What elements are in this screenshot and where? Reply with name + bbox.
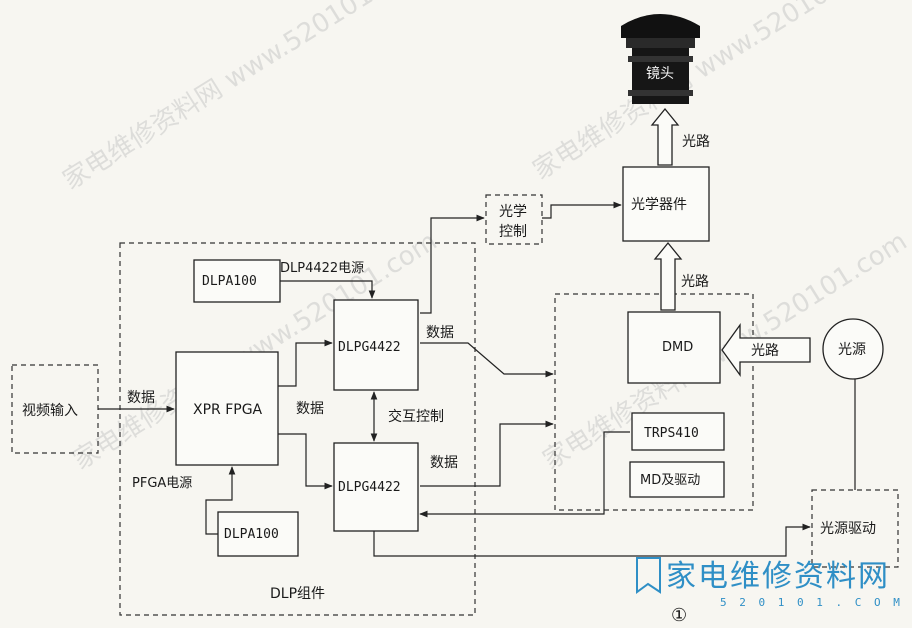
light-path-arrow-to-lens	[650, 107, 680, 166]
label-interactive-control: 交互控制	[388, 408, 444, 425]
dlpg4422-bottom-label: DLPG4422	[338, 480, 401, 495]
line-dlpa100-power	[280, 280, 376, 299]
light-source-label: 光源	[838, 342, 866, 358]
line-optical-control-to-device	[542, 201, 622, 219]
optical-device-label: 光学器件	[631, 197, 687, 213]
label-data-top-out: 数据	[426, 325, 454, 341]
light-path-arrow-source-to-dmd	[721, 322, 811, 378]
label-dlp4422-power: DLP4422电源	[280, 261, 364, 276]
brand-logo: 家电维修资料网 5 2 0 1 0 1 . C O M	[636, 557, 903, 609]
light-path-arrow-dmd-to-optics	[653, 241, 683, 311]
light-source-driver-label: 光源驱动	[820, 521, 876, 537]
dmd-box	[627, 311, 721, 384]
line-dlpg-top-to-optical-control	[420, 214, 485, 314]
dlpg4422-bottom-box	[333, 442, 419, 532]
trps410-label: TRPS410	[644, 426, 699, 441]
dmd-label: DMD	[662, 340, 693, 355]
optical-device-box	[622, 166, 710, 242]
lens-label: 镜头	[646, 66, 674, 82]
footnote-marker: ①	[671, 605, 687, 626]
brand-url: 5 2 0 1 0 1 . C O M	[720, 596, 903, 609]
line-dlpg-bottom-data-out	[420, 420, 554, 487]
md-driver-box	[629, 461, 725, 498]
xpr-fpga-box	[175, 351, 279, 466]
brand-logo-icon	[636, 557, 661, 594]
line-dlpg-to-source-driver	[373, 523, 811, 557]
connections: 数据 数据 DLP4422电源 PFGA电源 交互控制 数据 数据	[98, 201, 856, 557]
label-data-bottom-out: 数据	[430, 455, 458, 471]
watermark-2: 家电维修资料网 www.520101.com	[528, 0, 903, 186]
light-path-label-dmd: 光路	[681, 274, 709, 290]
line-fpga-to-dlpg-top	[278, 339, 333, 387]
lens-icon	[621, 14, 700, 104]
dlp-assembly-boundary	[119, 242, 476, 616]
line-pfga-power	[205, 466, 236, 535]
optical-control-box	[485, 194, 543, 245]
brand-name: 家电维修资料网	[666, 559, 890, 594]
dlpg4422-top-label: DLPG4422	[338, 340, 401, 355]
label-data-in: 数据	[127, 390, 155, 406]
label-data-branch: 数据	[296, 401, 324, 417]
dlpa100-top-label: DLPA100	[202, 274, 257, 289]
line-dlpg-top-data-out	[420, 342, 554, 378]
dlpa100-top-box	[193, 259, 281, 303]
line-fpga-to-dlpg-bottom	[278, 433, 333, 490]
optical-control-label-1: 光学	[499, 204, 527, 220]
label-pfga-power: PFGA电源	[132, 476, 192, 491]
line-trps-to-dlpg-bottom	[419, 431, 630, 518]
dlpa100-bottom-label: DLPA100	[224, 527, 279, 542]
light-path-label-source: 光路	[751, 343, 779, 359]
xpr-fpga-label: XPR FPGA	[193, 402, 263, 418]
dmd-subsystem-boundary	[554, 293, 754, 511]
light-path-label-lens: 光路	[682, 134, 710, 150]
watermark-1: 家电维修资料网 www.520101.com	[58, 0, 433, 196]
light-source-circle	[822, 318, 884, 380]
dlpg4422-top-box	[333, 299, 419, 391]
md-driver-label: MD及驱动	[640, 473, 700, 488]
optical-control-label-2: 控制	[499, 224, 527, 240]
dlp-assembly-label: DLP组件	[270, 586, 325, 602]
trps410-box	[631, 412, 725, 451]
video-input-label: 视频输入	[22, 403, 78, 419]
